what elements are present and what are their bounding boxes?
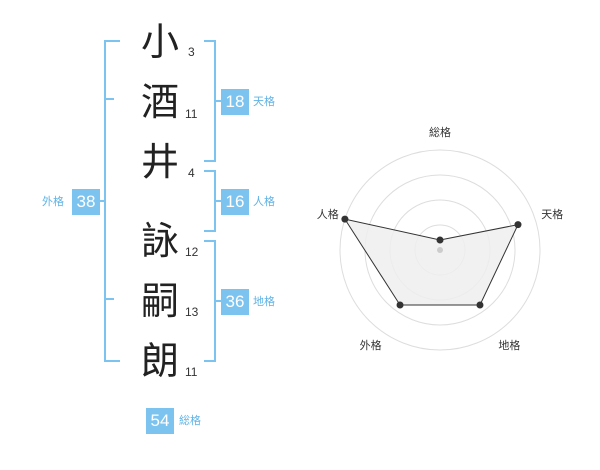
radar-point-3 — [396, 301, 404, 309]
name-char-2: 酒 — [140, 80, 179, 124]
radar-point-0 — [436, 236, 444, 244]
stroke-count-1: 3 — [188, 45, 195, 59]
gaikaku-bracket-tick — [98, 200, 106, 202]
jinkaku-bracket-tick — [214, 200, 222, 202]
name-char-6: 朗 — [140, 339, 179, 383]
radar-point-1 — [514, 221, 522, 229]
chikaku-label: 地格 — [253, 295, 275, 308]
radar-polygon — [343, 218, 519, 306]
soukaku-value-badge: 54 — [146, 408, 174, 434]
tenkaku-bracket-tick — [214, 100, 222, 102]
gaikaku-label: 外格 — [42, 195, 64, 208]
radar-axis-label-0: 総格 — [429, 126, 451, 139]
name-char-5: 嗣 — [140, 279, 179, 323]
tenkaku-label: 天格 — [253, 95, 275, 108]
name-char-3: 井 — [140, 140, 179, 184]
stroke-count-2: 11 — [185, 107, 198, 121]
jinkaku-value-badge: 16 — [221, 189, 249, 215]
stroke-count-5: 13 — [185, 305, 199, 319]
tenkaku-value-badge: 18 — [221, 89, 249, 115]
radar-point-4 — [341, 215, 349, 223]
chikaku-bracket-tick — [214, 300, 222, 302]
radar-axis-label-1: 天格 — [541, 207, 564, 221]
stroke-count-3: 4 — [188, 166, 195, 180]
stroke-count-6: 11 — [185, 365, 198, 379]
radar-axis-label-4: 人格 — [316, 207, 339, 221]
gaikaku-value-badge: 38 — [72, 189, 100, 215]
radar-center — [437, 247, 443, 253]
gaikaku-bracket-inner-tick-2 — [104, 298, 114, 300]
gaikaku-bracket-inner-tick-1 — [104, 98, 114, 100]
radar-point-2 — [476, 301, 484, 309]
jinkaku-label: 人格 — [253, 195, 275, 208]
chikaku-value-badge: 36 — [221, 289, 249, 315]
name-char-1: 小 — [140, 20, 179, 64]
radar-axis-label-2: 地格 — [498, 339, 521, 353]
soukaku-label: 総格 — [179, 414, 201, 427]
stroke-count-4: 12 — [185, 245, 199, 259]
radar-ring-4 — [339, 149, 541, 351]
name-char-4: 詠 — [140, 219, 179, 263]
radar-axis-label-3: 外格 — [359, 339, 382, 353]
